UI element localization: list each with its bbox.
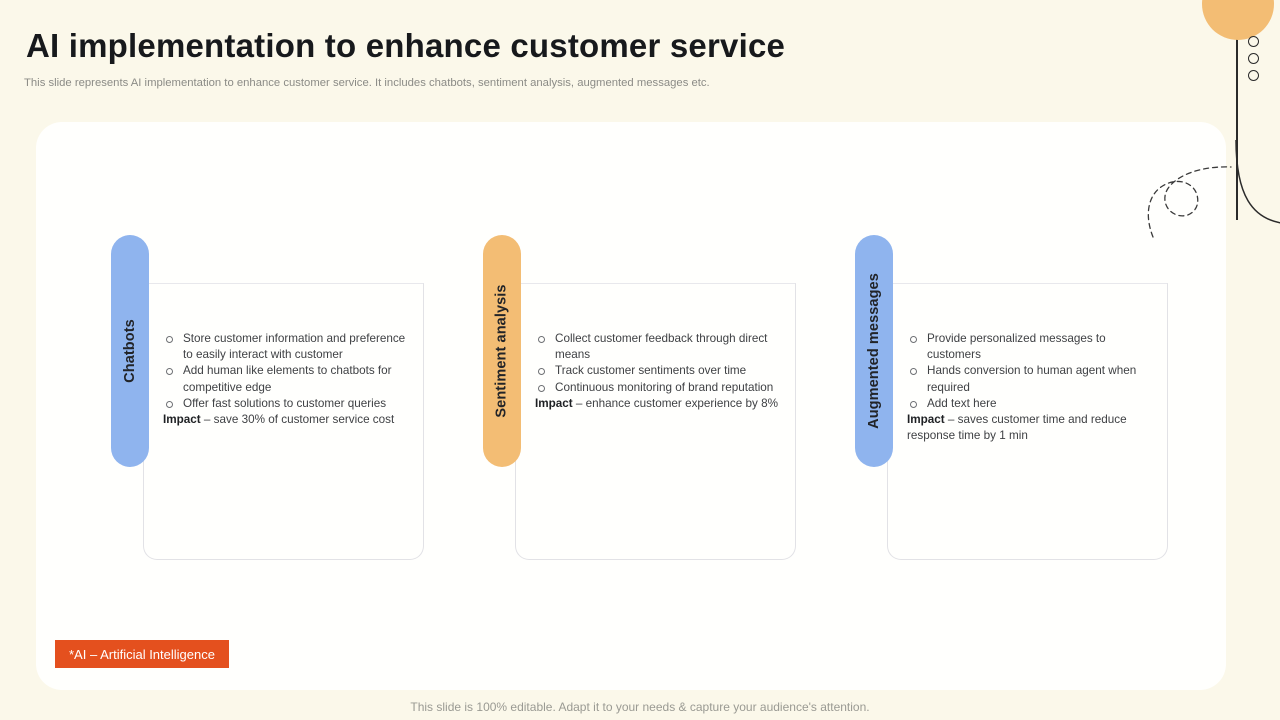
impact-text: Impact – save 30% of customer service co… [163,412,409,428]
content-panel: Chatbots Store customer information and … [36,122,1226,690]
decorative-dot-icon [1248,36,1259,47]
list-item: Track customer sentiments over time [535,363,781,379]
decorative-circle-icon [1202,0,1274,40]
impact-value: – save 30% of customer service cost [200,413,395,427]
impact-value: – saves customer time and reduce respons… [907,413,1127,443]
impact-label: Impact [907,413,945,427]
page-title: AI implementation to enhance customer se… [26,27,786,64]
column-tab-label: Chatbots [122,319,139,383]
page-subtitle: This slide represents AI implementation … [24,77,710,89]
decorative-dots-group [1248,36,1259,87]
impact-value: – enhance customer experience by 8% [572,396,778,410]
list-item: Provide personalized messages to custome… [907,331,1159,363]
footer-caption: This slide is 100% editable. Adapt it to… [410,700,870,714]
impact-text: Impact – saves customer time and reduce … [907,412,1159,444]
column-tab-label: Augmented messages [866,273,882,429]
bullet-list: Collect customer feedback through direct… [535,331,781,396]
columns-container: Chatbots Store customer information and … [36,122,1226,690]
list-item: Continuous monitoring of brand reputatio… [535,380,781,396]
impact-label: Impact [163,413,201,427]
card-body: Collect customer feedback through direct… [535,331,781,412]
column-tab-label: Sentiment analysis [494,284,511,418]
column-tab-augmented-messages[interactable]: Augmented messages [855,235,893,467]
list-item: Collect customer feedback through direct… [535,331,781,363]
card-body: Provide personalized messages to custome… [907,331,1159,444]
column-tab-sentiment-analysis[interactable]: Sentiment analysis [483,235,521,467]
decorative-dot-icon [1248,70,1259,81]
list-item: Offer fast solutions to customer queries [163,396,409,412]
bullet-list: Provide personalized messages to custome… [907,331,1159,412]
footnote-badge: *AI – Artificial Intelligence [55,640,229,668]
decorative-dot-icon [1248,53,1259,64]
list-item: Hands conversion to human agent when req… [907,363,1159,395]
impact-text: Impact – enhance customer experience by … [535,396,781,412]
card-outline [515,283,796,560]
list-item: Add text here [907,396,1159,412]
bullet-list: Store customer information and preferenc… [163,331,409,412]
decorative-vertical-line [1236,30,1238,220]
column-tab-chatbots[interactable]: Chatbots [111,235,149,467]
card-body: Store customer information and preferenc… [163,331,409,428]
list-item: Store customer information and preferenc… [163,331,409,363]
impact-label: Impact [535,396,573,410]
list-item: Add human like elements to chatbots for … [163,363,409,395]
